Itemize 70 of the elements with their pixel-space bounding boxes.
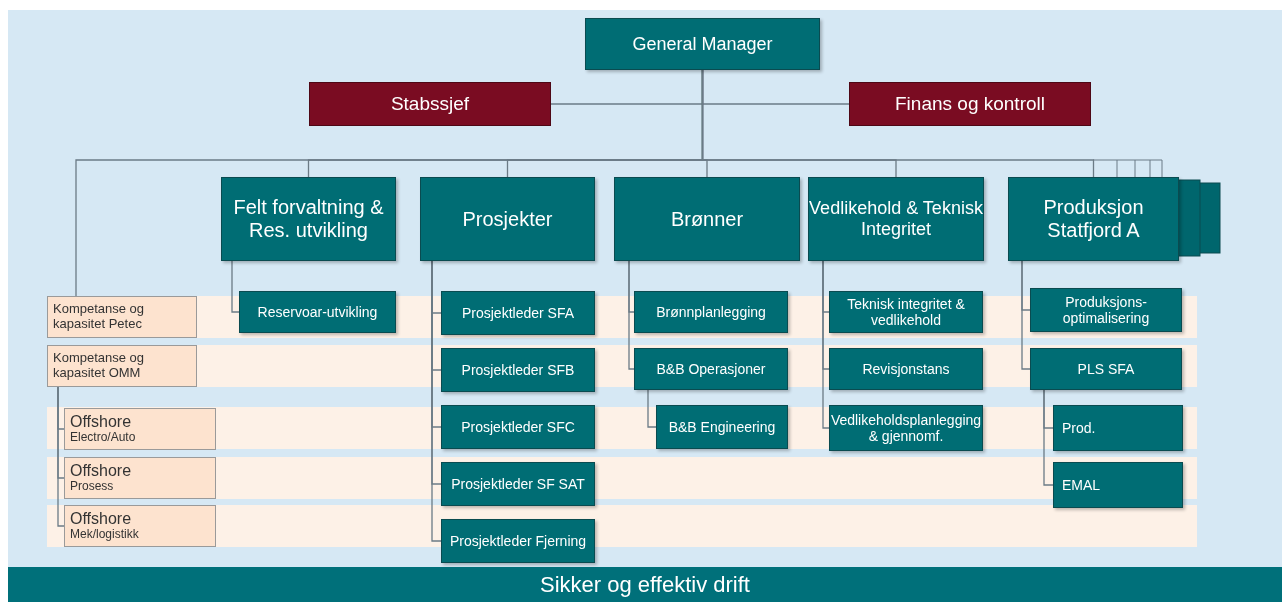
box-label: Offshore [70,509,132,529]
connector-line [822,260,830,429]
unit-box [441,462,595,506]
unit-box [1030,288,1182,332]
box-label: Offshore [70,412,132,432]
box-label: Prosjektleder Fjerning [449,532,587,550]
box-label: Brønnplanlegging [656,303,766,321]
box-label: B&B Engineering [668,418,776,436]
box-label: Produksjon Statfjord A [1042,196,1145,242]
connector-line [231,260,240,313]
unit-box [221,177,396,261]
box-label: Felt forvaltning & Res. utvikling [232,196,385,242]
unit-box [239,291,396,333]
connector-line [75,69,704,297]
box-label: Prosjektleder SFC [461,418,575,436]
unit-box [829,291,983,333]
box-label: Prod. [1062,419,1096,437]
unit-box [420,177,595,261]
unit-box [829,348,983,390]
box-sublabel: Prosess [70,480,114,495]
box-label: Brønner [670,207,744,231]
staff-box [849,82,1091,126]
unit-box [441,348,595,392]
connector-line [1043,389,1054,486]
box-label: Stabssjef [390,93,470,115]
box-label: Offshore [70,461,132,481]
staff-box [309,82,551,126]
competence-box [64,408,216,450]
unit-box [634,348,788,390]
box-label: Vedlikehold & Teknisk Integritet [809,198,983,240]
competence-box [64,457,216,499]
box-sublabel: Mek/logistikk [70,528,139,543]
unit-box [441,519,595,563]
connector-line [1021,260,1031,370]
unit-box [1030,348,1182,390]
box-label: Revisjonstans [862,360,950,378]
box-label: General Manager [632,33,773,55]
box-label: Kompetanse og kapasitet Petec [53,302,146,332]
connector-line [628,260,635,370]
unit-box [614,177,800,261]
competence-box [47,296,197,338]
box-label: B&B Operasjoner [656,360,766,378]
connector-line [647,389,657,428]
box-label: Produksjons-optimalisering [1061,293,1151,327]
connector-line [57,386,65,527]
box-label: Prosjektleder SFB [461,361,575,379]
competence-box [64,505,216,547]
unit-box [585,18,820,70]
box-label: Prosjektleder SFA [461,304,575,322]
unit-box [656,405,788,449]
unit-box [441,405,595,449]
unit-box [808,177,984,261]
caption-banner: Sikker og effektiv drift [8,567,1282,602]
box-label: Vedlikeholdsplanlegging & gjennomf. [830,411,982,445]
box-sublabel: Electro/Auto [70,431,136,446]
unit-box [1053,405,1183,451]
competence-box [47,345,197,387]
box-label: Reservoar-utvikling [257,303,378,321]
box-label: Teknisk integritet & vedlikehold [846,295,966,329]
box-label: EMAL [1062,476,1101,494]
box-label: Kompetanse og kapasitet OMM [53,351,146,381]
unit-box [1008,177,1179,261]
unit-box [829,405,983,451]
box-label: Finans og kontroll [895,93,1045,115]
box-label: Prosjekter [462,207,553,231]
unit-box [1053,462,1183,508]
unit-box [441,291,595,335]
box-label: PLS SFA [1077,360,1135,378]
box-label: Prosjektleder SF SAT [451,475,585,493]
unit-box [634,291,788,333]
